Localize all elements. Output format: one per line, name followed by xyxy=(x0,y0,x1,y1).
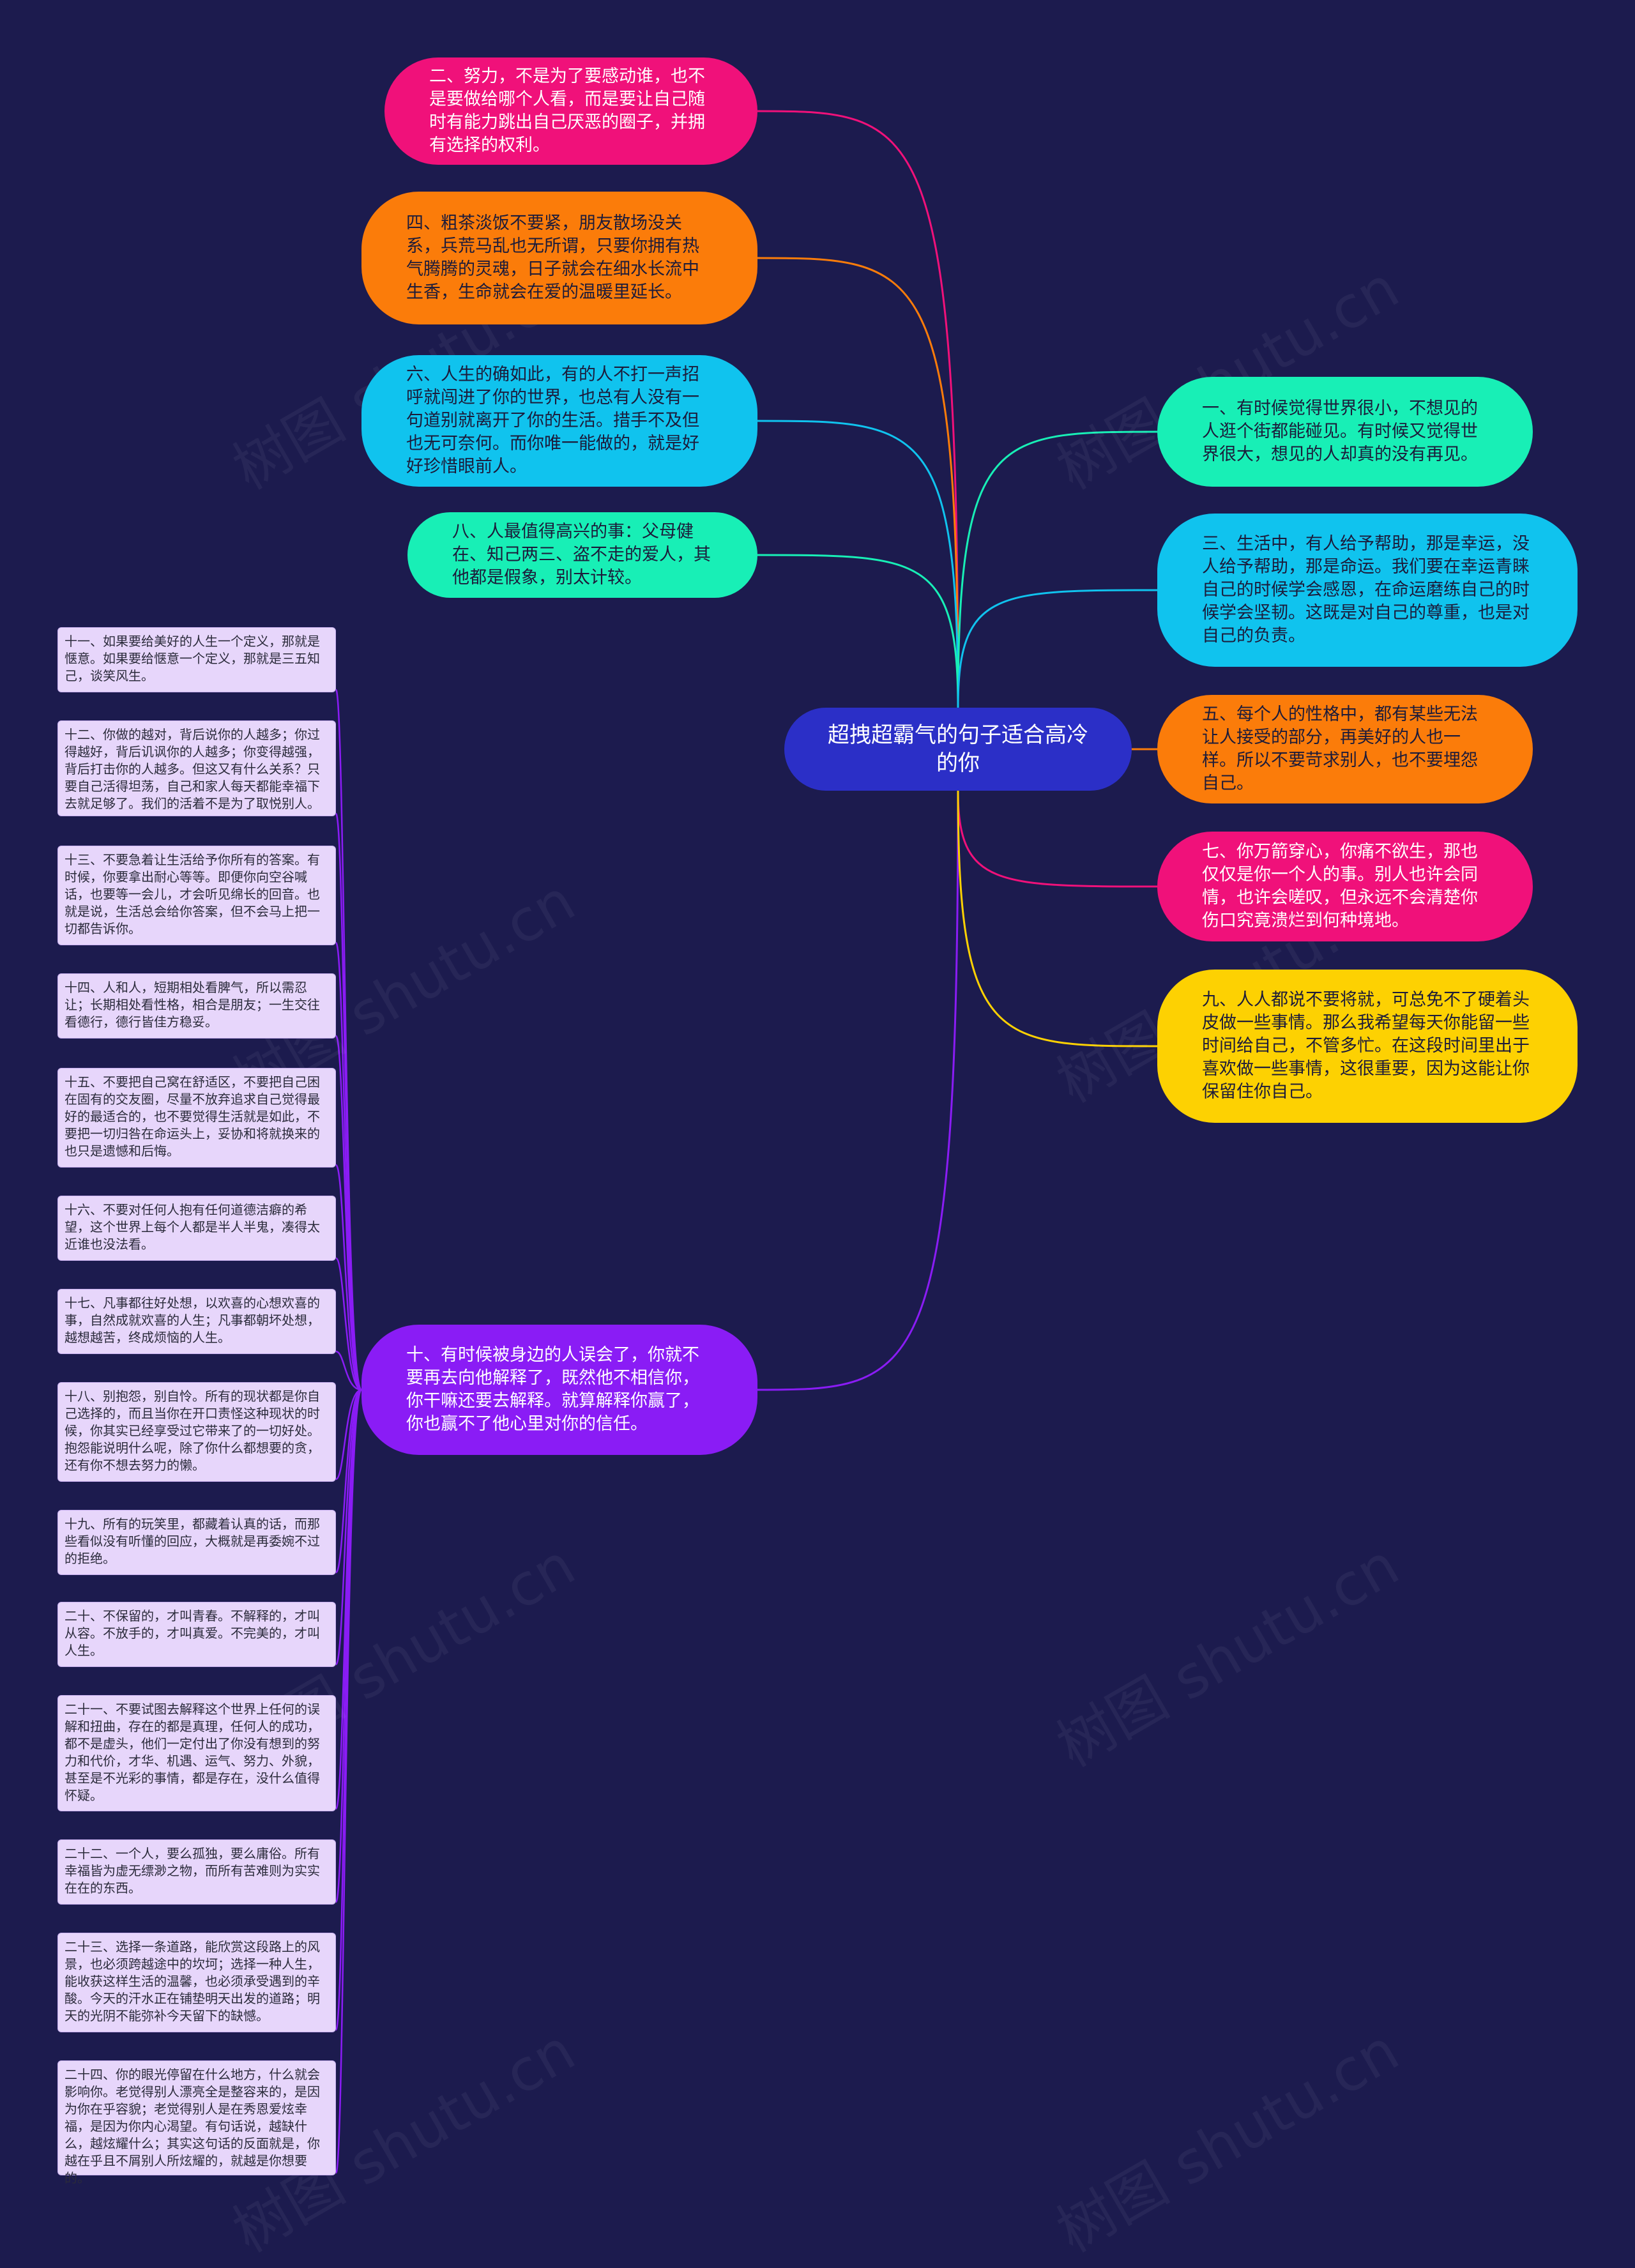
sub-item-text: 二十一、不要试图去解释这个世界上任何的误解和扭曲，存在的都是真理，任何人的成功，… xyxy=(65,1701,320,1803)
sub-item-card[interactable]: 十一、如果要给美好的人生一个定义，那就是惬意。如果要给惬意一个定义，那就是三五知… xyxy=(57,627,336,692)
sub-connector-8 xyxy=(335,1389,362,1574)
sub-item-text: 二十三、选择一条道路，能欣赏这段路上的风景，也必须跨越途中的坎坷；选择一种人生，… xyxy=(65,1939,320,2023)
connector-b6 xyxy=(757,420,959,708)
branch-node-4[interactable]: 四、粗茶淡饭不要紧，朋友散场没关系，兵荒马乱也无所谓，只要你拥有热气腾腾的灵魂，… xyxy=(361,192,757,324)
root-topic[interactable]: 超拽超霸气的句子适合高冷的你 xyxy=(784,708,1132,791)
sub-item-card[interactable]: 十七、凡事都往好处想，以欢喜的心想欢喜的事，自然成就欢喜的人生；凡事都朝坏处想，… xyxy=(57,1289,336,1354)
sub-item-text: 十三、不要急着让生活给予你所有的答案。有时候，你要拿出耐心等等。即便你向空谷喊话… xyxy=(65,852,320,936)
connector-b8 xyxy=(757,554,959,708)
sub-item-text: 十四、人和人，短期相处看脾气，所以需忍让；长期相处看性格，相合是朋友；一生交往看… xyxy=(65,980,320,1030)
connector-b2 xyxy=(757,110,959,708)
root-topic-label: 超拽超霸气的句子适合高冷的你 xyxy=(828,722,1088,776)
branch-node-1[interactable]: 一、有时候觉得世界很小，不想见的人逛个街都能碰见。有时候又觉得世界很大，想见的人… xyxy=(1157,377,1533,487)
sub-connector-9 xyxy=(335,1389,363,1666)
sub-item-text: 十六、不要对任何人抱有任何道德洁癖的希望，这个世界上每个人都是半人半鬼，凑得太近… xyxy=(65,1202,320,1252)
sub-item-text: 十八、别抱怨，别自怜。所有的现状都是你自己选择的，而且当你在开口责怪这种现状的时… xyxy=(65,1389,320,1473)
sub-connector-3 xyxy=(335,1035,363,1391)
sub-connector-6 xyxy=(335,1350,362,1391)
branch-node-text: 二、努力，不是为了要感动谁，也不是要做给哪个人看，而是要让自己随时有能力跳出自己… xyxy=(429,66,705,155)
branch-node-text: 九、人人都说不要将就，可总免不了硬着头皮做一些事情。那么我希望每天你能留一些时间… xyxy=(1202,990,1530,1102)
branch-node-5[interactable]: 五、每个人的性格中，都有某些无法让人接受的部分，再美好的人也一样。所以不要苛求别… xyxy=(1157,695,1533,803)
branch-node-text: 七、你万箭穿心，你痛不欲生，那也仅仅是你一个人的事。别人也许会同情，也许会嗟叹，… xyxy=(1202,842,1478,931)
sub-item-card[interactable]: 二十四、你的眼光停留在什么地方，什么就会影响你。老觉得别人漂亮全是整容来的，是因… xyxy=(57,2060,336,2186)
sub-item-card[interactable]: 十五、不要把自己窝在舒适区，不要把自己困在固有的交友圈，尽量不放弃追求自己觉得最… xyxy=(57,1068,336,1168)
branch-node-6[interactable]: 六、人生的确如此，有的人不打一声招呼就闯进了你的世界，也总有人没有一句道别就离开… xyxy=(361,355,757,487)
sub-item-text: 十一、如果要给美好的人生一个定义，那就是惬意。如果要给惬意一个定义，那就是三五知… xyxy=(65,634,320,683)
sub-connector-4 xyxy=(335,1164,362,1391)
sub-item-text: 十五、不要把自己窝在舒适区，不要把自己困在固有的交友圈，尽量不放弃追求自己觉得最… xyxy=(65,1074,320,1159)
branch-node-text: 三、生活中，有人给予帮助，那是幸运，没人给予帮助，那是命运。我们要在幸运青睐自己… xyxy=(1202,534,1530,646)
sub-connector-5 xyxy=(335,1257,362,1391)
sub-item-text: 十二、你做的越对，背后说你的人越多；你过得越好，背后讥讽你的人越多；你变得越强，… xyxy=(65,727,320,811)
connector-b7 xyxy=(957,790,1158,888)
connector-b1 xyxy=(957,430,1158,708)
branch-node-text: 一、有时候觉得世界很小，不想见的人逛个街都能碰见。有时候又觉得世界很大，想见的人… xyxy=(1202,399,1478,464)
connector-b3 xyxy=(957,589,1158,708)
sub-item-text: 二十四、你的眼光停留在什么地方，什么就会影响你。老觉得别人漂亮全是整容来的，是因… xyxy=(65,2067,320,2186)
branch-node-text: 六、人生的确如此，有的人不打一声招呼就闯进了你的世界，也总有人没有一句道别就离开… xyxy=(406,365,699,476)
sub-item-text: 十七、凡事都往好处想，以欢喜的心想欢喜的事，自然成就欢喜的人生；凡事都朝坏处想，… xyxy=(65,1295,320,1345)
sub-connector-13 xyxy=(335,1389,363,2174)
sub-item-card[interactable]: 十八、别抱怨，别自怜。所有的现状都是你自己选择的，而且当你在开口责怪这种现状的时… xyxy=(57,1382,336,1482)
branch-node-3[interactable]: 三、生活中，有人给予帮助，那是幸运，没人给予帮助，那是命运。我们要在幸运青睐自己… xyxy=(1157,514,1578,667)
branch-node-7[interactable]: 七、你万箭穿心，你痛不欲生，那也仅仅是你一个人的事。别人也许会同情，也许会嗟叹，… xyxy=(1157,832,1533,941)
branch-node-9[interactable]: 九、人人都说不要将就，可总免不了硬着头皮做一些事情。那么我希望每天你能留一些时间… xyxy=(1157,970,1578,1123)
sub-item-card[interactable]: 十九、所有的玩笑里，都藏着认真的话，而那些看似没有听懂的回应，大概就是再委婉不过… xyxy=(57,1510,336,1575)
connector-b10 xyxy=(757,790,959,1391)
sub-connector-7 xyxy=(335,1389,362,1480)
branch-node-text: 五、每个人的性格中，都有某些无法让人接受的部分，再美好的人也一样。所以不要苛求别… xyxy=(1202,704,1478,793)
branch-node-text: 十、有时候被身边的人误会了，你就不要再去向他解释了，既然他不相信你，你干嘛还要去… xyxy=(406,1345,699,1434)
sub-item-card[interactable]: 二十三、选择一条道路，能欣赏这段路上的风景，也必须跨越途中的坎坷；选择一种人生，… xyxy=(57,1933,336,2032)
sub-item-card[interactable]: 二十、不保留的，才叫青春。不解释的，才叫从容。不放手的，才叫真爱。不完美的，才叫… xyxy=(57,1602,336,1667)
branch-node-text: 八、人最值得高兴的事：父母健在、知己两三、盗不走的爱人，其他都是假象，别太计较。 xyxy=(452,522,711,588)
sub-item-card[interactable]: 十二、你做的越对，背后说你的人越多；你过得越好，背后讥讽你的人越多；你变得越强，… xyxy=(57,720,336,816)
connector-b4 xyxy=(757,257,959,708)
sub-item-card[interactable]: 十四、人和人，短期相处看脾气，所以需忍让；长期相处看性格，相合是朋友；一生交往看… xyxy=(57,973,336,1039)
branch-node-text: 四、粗茶淡饭不要紧，朋友散场没关系，兵荒马乱也无所谓，只要你拥有热气腾腾的灵魂，… xyxy=(406,213,699,302)
sub-item-text: 二十二、一个人，要么孤独，要么庸俗。所有幸福皆为虚无缥渺之物，而所有苦难则为实实… xyxy=(65,1846,320,1896)
sub-item-text: 十九、所有的玩笑里，都藏着认真的话，而那些看似没有听懂的回应，大概就是再委婉不过… xyxy=(65,1516,320,1566)
sub-connector-1 xyxy=(335,812,363,1391)
sub-item-card[interactable]: 十六、不要对任何人抱有任何道德洁癖的希望，这个世界上每个人都是半人半鬼，凑得太近… xyxy=(57,1196,336,1261)
branch-node-2[interactable]: 二、努力，不是为了要感动谁，也不是要做给哪个人看，而是要让自己随时有能力跳出自己… xyxy=(384,57,757,165)
connector-b9 xyxy=(957,790,1158,1047)
branch-node-8[interactable]: 八、人最值得高兴的事：父母健在、知己两三、盗不走的爱人，其他都是假象，别太计较。 xyxy=(407,512,757,598)
sub-item-card[interactable]: 二十一、不要试图去解释这个世界上任何的误解和扭曲，存在的都是真理，任何人的成功，… xyxy=(57,1695,336,1811)
sub-item-card[interactable]: 十三、不要急着让生活给予你所有的答案。有时候，你要拿出耐心等等。即便你向空谷喊话… xyxy=(57,846,336,945)
sub-item-text: 二十、不保留的，才叫青春。不解释的，才叫从容。不放手的，才叫真爱。不完美的，才叫… xyxy=(65,1608,320,1658)
sub-item-card[interactable]: 二十二、一个人，要么孤独，要么庸俗。所有幸福皆为虚无缥渺之物，而所有苦难则为实实… xyxy=(57,1839,336,1905)
branch-node-10[interactable]: 十、有时候被身边的人误会了，你就不要再去向他解释了，既然他不相信你，你干嘛还要去… xyxy=(361,1325,757,1455)
